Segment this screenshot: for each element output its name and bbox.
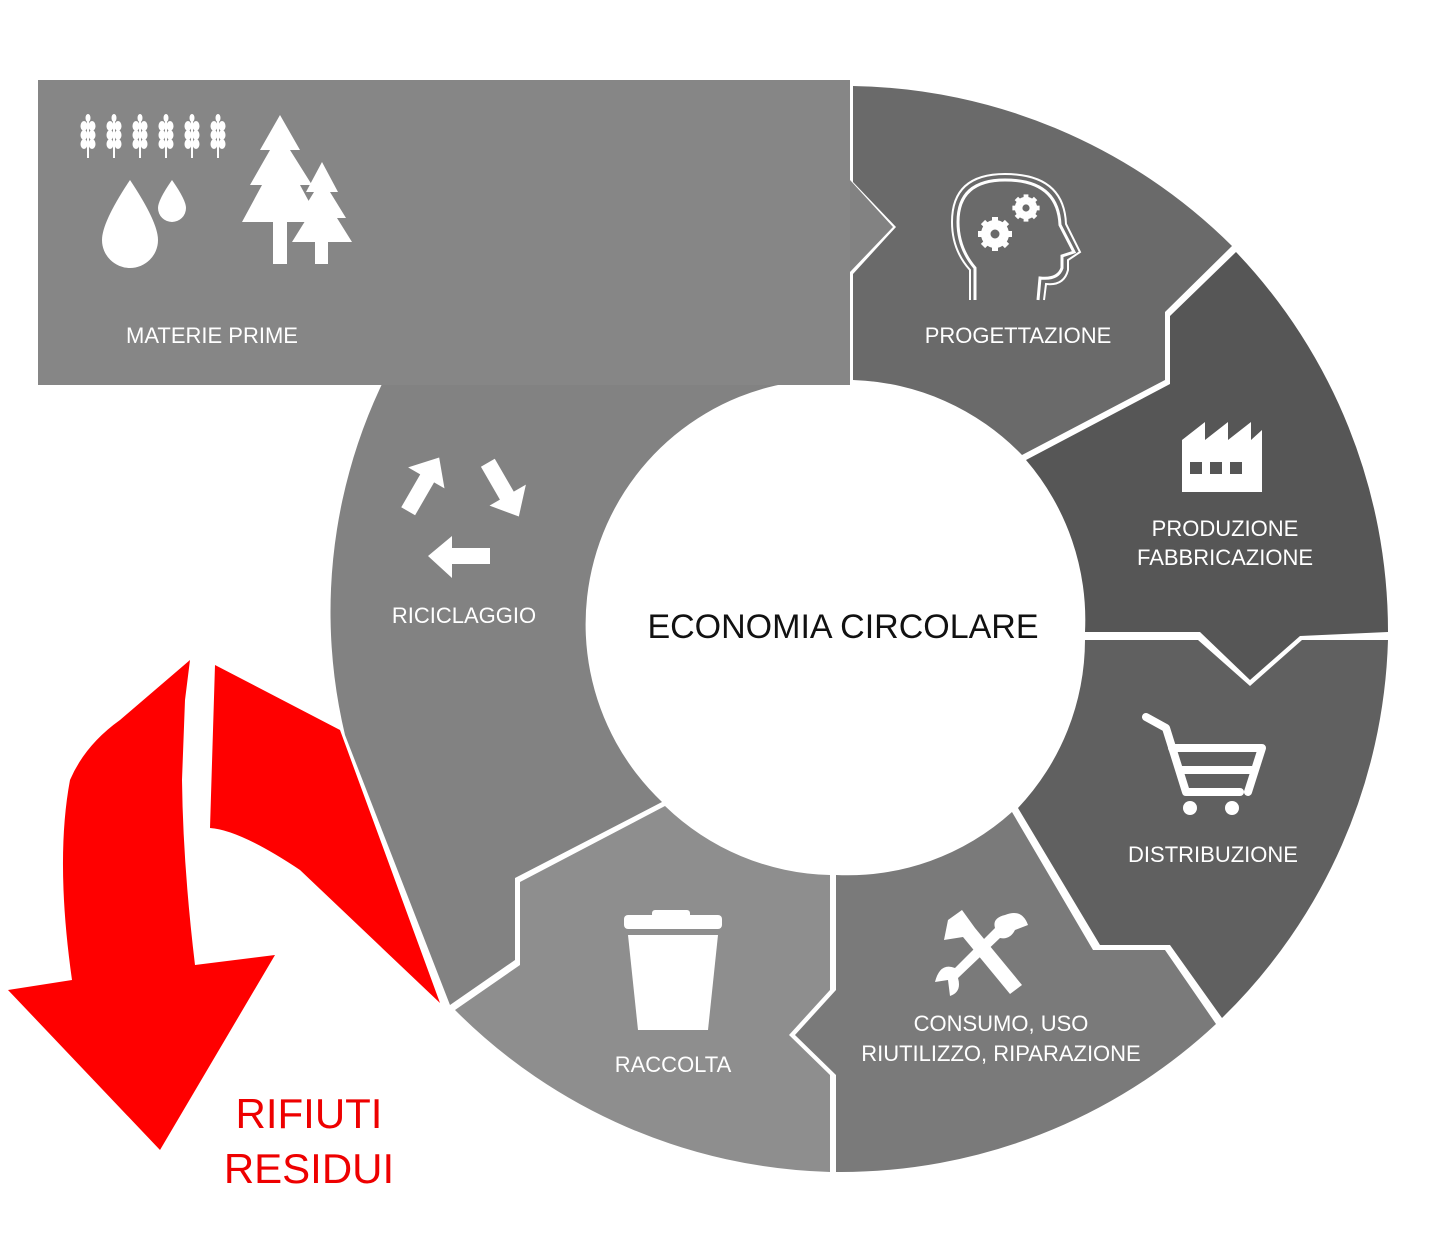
recycle-bin-icon — [624, 910, 722, 1030]
label-raccolta: RACCOLTA — [615, 1052, 732, 1077]
segment-consumo — [795, 812, 1216, 1173]
label-riciclaggio: RICICLAGGIO — [392, 603, 536, 628]
segment-materie-prime — [38, 80, 850, 385]
label-distribuzione: DISTRIBUZIONE — [1128, 842, 1298, 867]
tools-icon — [935, 910, 1028, 996]
waste-arrow-left — [8, 660, 275, 1150]
label-produzione: PRODUZIONE — [1152, 516, 1299, 541]
waste-arrow-right — [210, 665, 440, 1003]
raw-materials-icon — [79, 113, 352, 268]
head-gears-icon — [950, 172, 1082, 301]
segment-distribuzione — [1018, 640, 1388, 1018]
waste-label-line2: RESIDUI — [224, 1145, 394, 1192]
waste-label-line1: RIFIUTI — [236, 1090, 383, 1137]
trees-icon — [242, 115, 352, 264]
center-circle — [601, 386, 1085, 870]
label-riutilizzo: RIUTILIZZO, RIPARAZIONE — [861, 1041, 1141, 1066]
segment-progettazione — [853, 86, 1232, 455]
factory-icon — [1182, 422, 1262, 492]
water-drops-icon — [102, 180, 186, 268]
label-fabbricazione: FABBRICAZIONE — [1137, 545, 1313, 570]
label-progettazione: PROGETTAZIONE — [925, 323, 1112, 348]
label-consumo: CONSUMO, USO — [914, 1011, 1089, 1036]
label-materie-prime: MATERIE PRIME — [126, 323, 298, 348]
center-label: ECONOMIA CIRCOLARE — [647, 608, 1038, 646]
shopping-cart-icon — [1142, 713, 1266, 815]
